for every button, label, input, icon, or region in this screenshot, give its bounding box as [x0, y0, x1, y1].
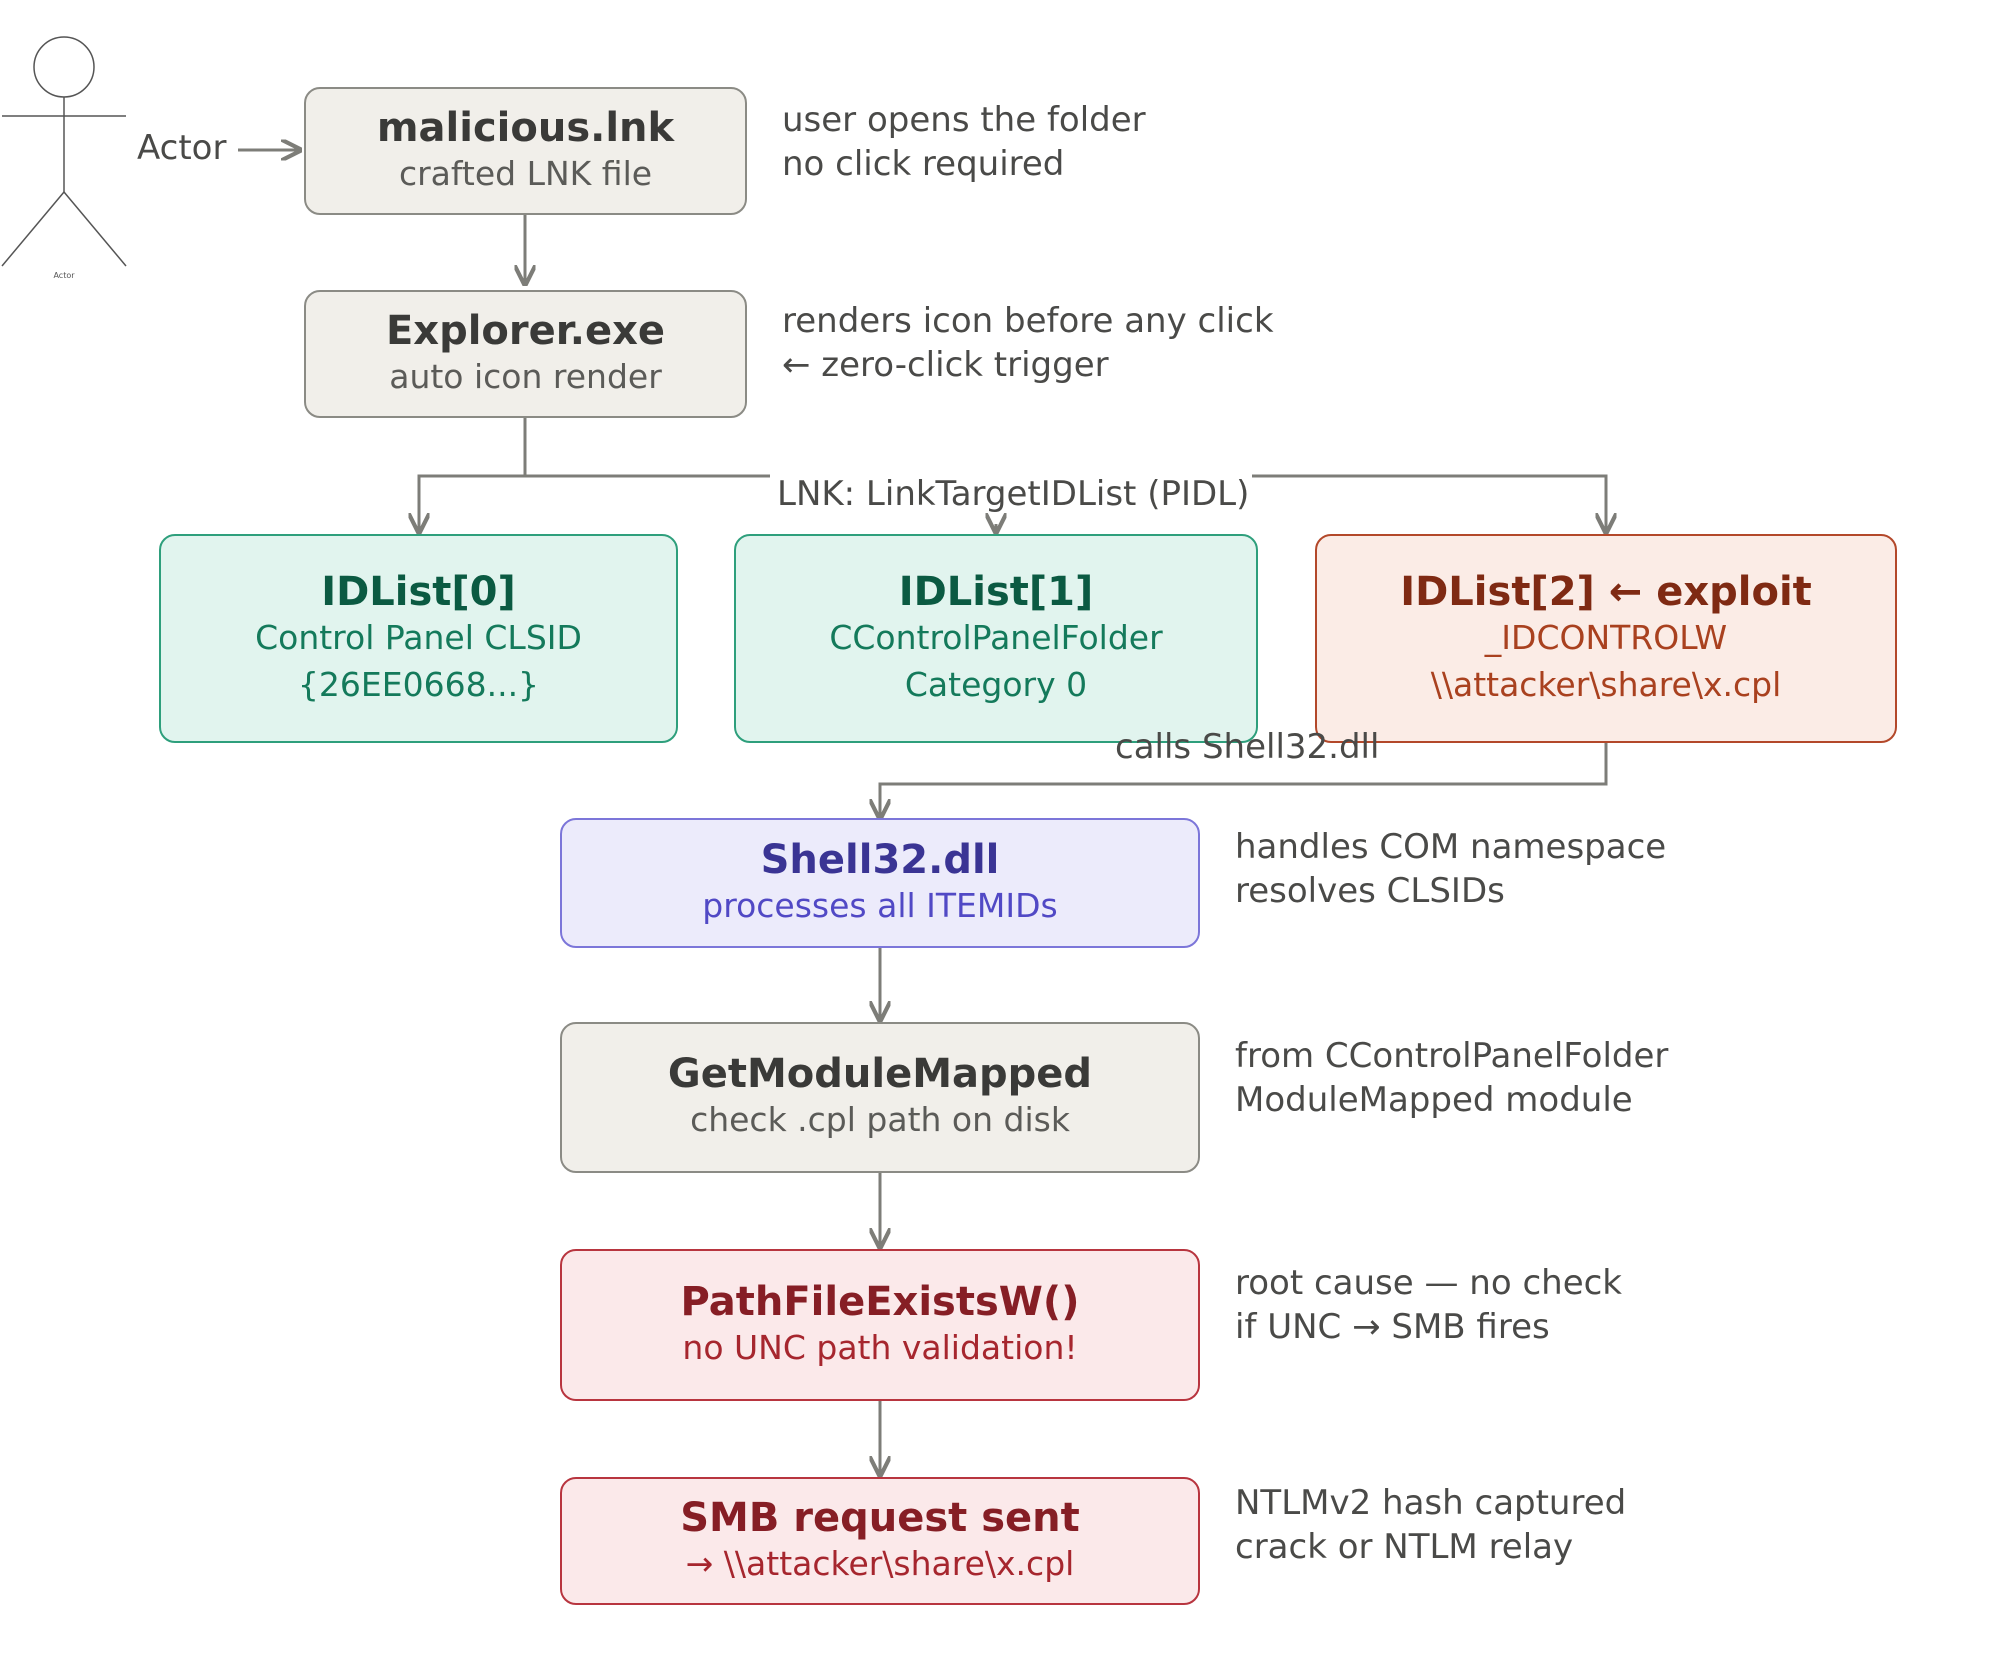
node-title: malicious.lnk [376, 104, 675, 151]
node-title: Explorer.exe [385, 307, 666, 354]
note-line: crack or NTLM relay [1235, 1527, 1574, 1567]
edge-idl2-shell32 [880, 743, 1608, 818]
note-line: ModuleMapped module [1235, 1080, 1633, 1120]
note-explorer: renders icon before any click ← zero-cli… [782, 299, 1274, 387]
node-subtitle: _IDCONTROLW [1484, 618, 1728, 658]
node-title: IDList[2] ← exploit [1400, 569, 1812, 616]
note-smb-request: NTLMv2 hash captured crack or NTLM relay [1235, 1481, 1626, 1569]
node-title: IDList[1] [898, 569, 1094, 616]
node-smb-request: SMB request sent → \\attacker\share\x.cp… [560, 1477, 1200, 1605]
edge-label-calls: calls Shell32.dll [1115, 727, 1380, 767]
node-subtitle: check .cpl path on disk [690, 1100, 1070, 1140]
node-subtitle: Control Panel CLSID [255, 618, 582, 658]
node-subtitle: crafted LNK file [398, 153, 653, 193]
note-line: no click required [782, 144, 1065, 184]
note-getmodulemapped: from CControlPanelFolder ModuleMapped mo… [1235, 1034, 1668, 1122]
note-lnk: user opens the folder no click required [782, 98, 1146, 186]
node-subtitle: CControlPanelFolder [829, 618, 1163, 658]
note-line: if UNC → SMB fires [1235, 1307, 1550, 1347]
note-line: user opens the folder [782, 100, 1146, 140]
note-line: from CControlPanelFolder [1235, 1036, 1669, 1076]
edge-explorer-idl0 [419, 418, 527, 532]
edge-label-pidl: LNK: LinkTargetIDList (PIDL) [777, 474, 1250, 514]
node-subtitle: {26EE0668...} [297, 664, 540, 704]
note-shell32: handles COM namespace resolves CLSIDs [1235, 825, 1666, 913]
node-shell32: Shell32.dll processes all ITEMIDs [560, 818, 1200, 948]
note-line: ← zero-click trigger [782, 345, 1109, 385]
node-title: Shell32.dll [760, 836, 1000, 883]
node-title: IDList[0] [321, 569, 516, 616]
note-pathfileexists: root cause — no check if UNC → SMB fires [1235, 1261, 1622, 1349]
node-subtitle: \\attacker\share\x.cpl [1430, 664, 1782, 704]
node-idlist-0: IDList[0] Control Panel CLSID {26EE0668.… [159, 534, 678, 743]
node-idlist-2: IDList[2] ← exploit _IDCONTROLW \\attack… [1315, 534, 1897, 743]
node-subtitle: processes all ITEMIDs [702, 885, 1058, 925]
node-pathfileexists: PathFileExistsW() no UNC path validation… [560, 1249, 1200, 1401]
node-malicious-lnk: malicious.lnk crafted LNK file [304, 87, 747, 215]
node-idlist-1: IDList[1] CControlPanelFolder Category 0 [734, 534, 1258, 743]
node-title: GetModuleMapped [667, 1051, 1093, 1098]
edge-explorer-idl2 [1252, 474, 1606, 532]
actor-small-label: Actor [53, 271, 75, 280]
node-title: PathFileExistsW() [680, 1278, 1080, 1325]
actor-figure [1, 36, 127, 267]
note-line: NTLMv2 hash captured [1235, 1483, 1627, 1523]
note-line: resolves CLSIDs [1235, 871, 1505, 911]
actor-label: Actor [137, 128, 227, 168]
note-line: renders icon before any click [782, 301, 1274, 341]
note-line: root cause — no check [1235, 1263, 1622, 1303]
node-subtitle: → \\attacker\share\x.cpl [685, 1543, 1075, 1583]
node-subtitle: auto icon render [389, 356, 662, 396]
node-getmodulemapped: GetModuleMapped check .cpl path on disk [560, 1022, 1200, 1173]
note-line: handles COM namespace [1235, 827, 1667, 867]
node-subtitle: Category 0 [904, 664, 1088, 704]
node-title: SMB request sent [680, 1494, 1080, 1541]
node-explorer: Explorer.exe auto icon render [304, 290, 747, 418]
node-subtitle: no UNC path validation! [682, 1327, 1078, 1367]
